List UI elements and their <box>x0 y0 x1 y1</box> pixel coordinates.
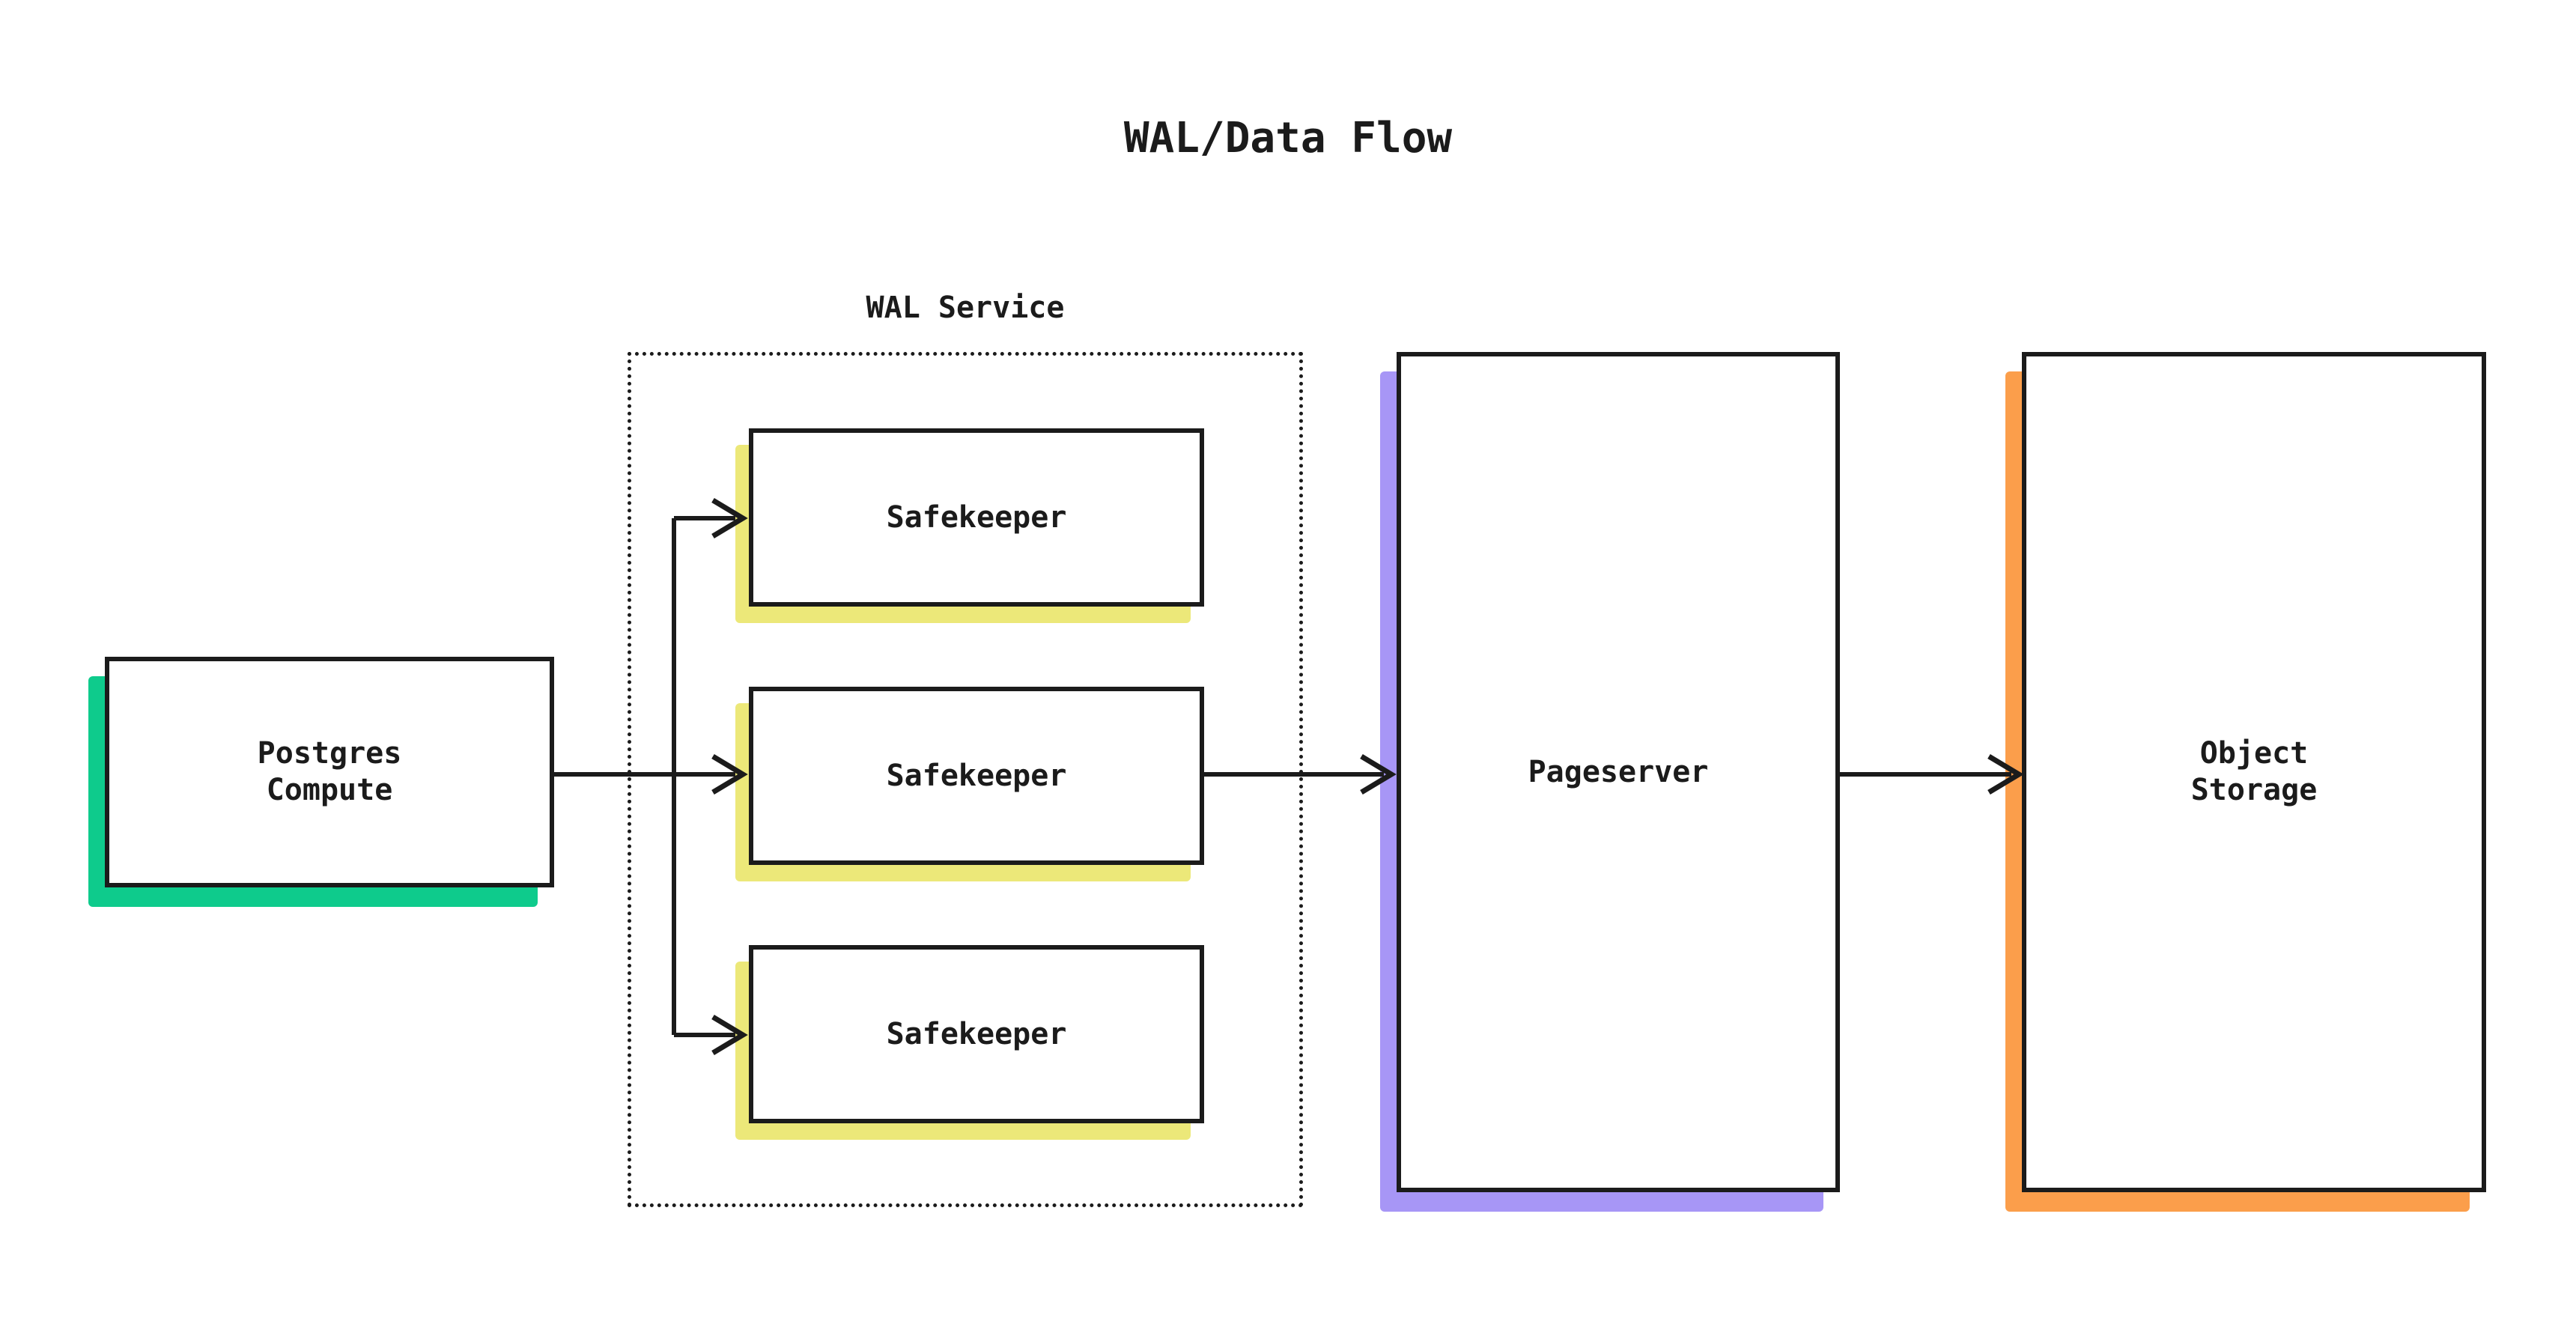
node-safekeeper-3-label: Safekeeper <box>886 1016 1067 1051</box>
node-pageserver-label: Pageserver <box>1528 754 1709 789</box>
page-title: WAL/Data Flow <box>1123 114 1453 163</box>
node-postgres-compute-label: Postgres Compute <box>257 736 402 807</box>
node-safekeeper-3[interactable]: Safekeeper <box>749 945 1204 1123</box>
node-safekeeper-1-label: Safekeeper <box>886 499 1067 535</box>
node-pageserver[interactable]: Pageserver <box>1397 352 1840 1192</box>
node-object-storage-label: Object Storage <box>2190 736 2318 807</box>
node-safekeeper-1[interactable]: Safekeeper <box>749 428 1204 607</box>
node-postgres-compute[interactable]: Postgres Compute <box>105 657 554 887</box>
node-safekeeper-2-label: Safekeeper <box>886 758 1067 793</box>
subgraph-label-wal-service: WAL Service <box>866 291 1065 325</box>
subgraph-wal-service <box>628 352 1303 1207</box>
node-safekeeper-2[interactable]: Safekeeper <box>749 687 1204 865</box>
node-object-storage[interactable]: Object Storage <box>2022 352 2486 1192</box>
